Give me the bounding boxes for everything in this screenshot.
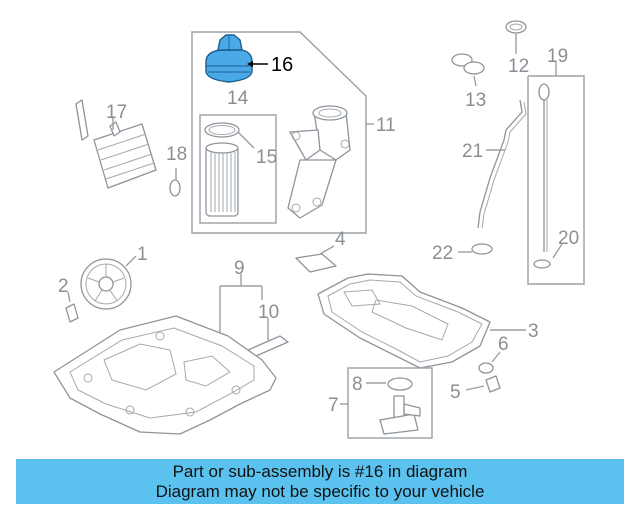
- drain-plug-5: [485, 375, 501, 393]
- callout-6: 6: [498, 334, 509, 355]
- callout-9: 9: [234, 258, 245, 279]
- callout-1: 1: [137, 244, 148, 265]
- oil-pan-3: [317, 273, 491, 369]
- callout-13: 13: [465, 90, 486, 111]
- callout-8: 8: [352, 374, 363, 395]
- seal-12: [505, 20, 527, 34]
- callout-17: 17: [106, 102, 127, 123]
- filter-housing-body: [287, 105, 351, 219]
- callout-14: 14: [227, 88, 249, 109]
- gasket-4: [295, 253, 337, 273]
- pulley-1: [80, 258, 132, 310]
- callout-20: 20: [558, 228, 579, 249]
- o-ring-8: [387, 377, 413, 391]
- group-box-14: [199, 114, 277, 224]
- bolt-2: [65, 303, 79, 323]
- callout-5: 5: [450, 382, 461, 403]
- callout-15: 15: [256, 147, 277, 168]
- callout-11: 11: [376, 115, 396, 136]
- seal-6: [478, 362, 494, 374]
- dipstick-tube-21: [477, 99, 523, 229]
- callout-18: 18: [166, 144, 187, 165]
- callout-22: 22: [432, 243, 453, 264]
- seal-13b: [463, 61, 485, 75]
- banner-line-1: Part or sub-assembly is #16 in diagram: [172, 462, 468, 481]
- oil-filter-cap-16[interactable]: [205, 34, 253, 83]
- seal-22: [471, 243, 493, 255]
- oil-cooler-17: [75, 99, 157, 189]
- oil-filter-element: [205, 142, 239, 217]
- callout-19: 19: [547, 46, 568, 67]
- callout-16: 16: [271, 54, 293, 76]
- filter-housing-group: 11 16 14 15: [191, 31, 396, 234]
- callout-2: 2: [58, 276, 69, 297]
- dipstick-20: [533, 83, 551, 269]
- callout-7: 7: [328, 395, 339, 416]
- group-box-11: [191, 31, 367, 234]
- oil-level-sensor: [379, 395, 421, 435]
- group-box-7: [347, 367, 433, 439]
- callout-10: 10: [258, 302, 279, 323]
- callout-3: 3: [528, 321, 539, 342]
- seal-18: [169, 179, 181, 197]
- callout-21: 21: [462, 141, 483, 162]
- group-box-19: [527, 75, 585, 285]
- callout-12: 12: [508, 56, 529, 77]
- banner-line-2: Diagram may not be specific to your vehi…: [155, 482, 485, 501]
- callout-4: 4: [335, 229, 346, 250]
- info-banner: Part or sub-assembly is #16 in diagram D…: [16, 459, 624, 504]
- oil-pan-upper-section: [53, 315, 277, 435]
